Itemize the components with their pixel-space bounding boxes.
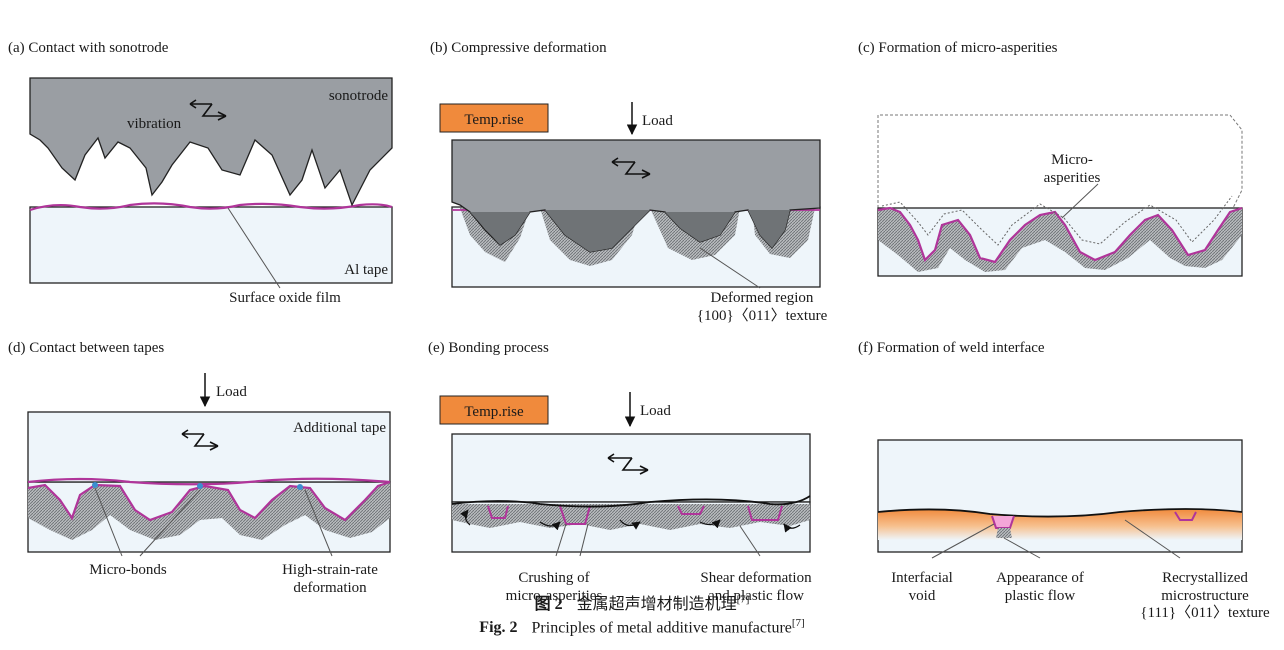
sonotrode — [29, 77, 393, 207]
caption-cn-text: 金属超声增材制造机理 — [576, 596, 737, 613]
al-tape-label: Al tape — [344, 262, 388, 278]
void-leader — [931, 523, 995, 559]
recrystallized-label-3: {111}〈011〉texture — [1140, 604, 1270, 621]
vibration-arrow-icon — [611, 157, 651, 179]
caption-cn-number: 图 2 — [534, 596, 563, 613]
panel-d-title: (d) Contact between tapes — [8, 340, 164, 356]
micro-bonds-leader — [94, 487, 123, 557]
deformed-region — [878, 208, 1242, 272]
panel-b-title: (b) Compressive deformation — [430, 40, 607, 56]
temp-rise-label: Temp.rise — [464, 404, 524, 420]
caption-en-text: Principles of metal additive manufacture — [531, 619, 792, 637]
panel-f-title: (f) Formation of weld interface — [858, 340, 1045, 356]
al-tape — [29, 206, 393, 284]
temp-rise-label: Temp.rise — [464, 112, 524, 128]
crushing-leader — [555, 523, 567, 557]
oxide-leader — [227, 207, 281, 289]
hsr-leader — [304, 489, 333, 557]
additional-tape-label: Additional tape — [293, 420, 386, 436]
panel-c: (c) Formation of micro-asperities Micro-… — [858, 40, 1243, 277]
load-label: Load — [640, 403, 671, 419]
deformed-leader — [699, 247, 761, 289]
panel-c-title: (c) Formation of micro-asperities — [858, 40, 1058, 56]
micro-bonds-leader — [139, 489, 201, 557]
micro-bond-marks — [92, 482, 303, 490]
panel-b: (b) Compressive deformation Temp.rise Lo… — [430, 40, 828, 324]
recrystallized-label-1: Recrystallized — [1162, 570, 1248, 586]
panel-a-title: (a) Contact with sonotrode — [8, 40, 169, 56]
panel-e-title: (e) Bonding process — [428, 340, 549, 356]
panel-a: (a) Contact with sonotrode sonotrode vib… — [8, 40, 393, 306]
panel-d: (d) Contact between tapes Load Additiona… — [8, 340, 391, 596]
temp-rise-badge — [439, 395, 549, 425]
crushing-label-2: micro-asperities — [506, 588, 603, 604]
former-sonotrode-outline — [877, 114, 1243, 211]
micro-asperities-label-1: Micro- — [1051, 152, 1093, 168]
vibration-arrow-icon — [181, 429, 219, 451]
flow-label-1: Appearance of — [996, 570, 1084, 586]
plastic-flow-region — [996, 528, 1012, 538]
deformed-region — [28, 482, 390, 540]
flow-leader — [1003, 537, 1041, 559]
caption-cn-ref: [7] — [736, 593, 750, 606]
additional-tape — [27, 411, 391, 483]
micro-asperities-label-2: asperities — [1044, 170, 1101, 186]
sonotrode-label: sonotrode — [329, 88, 389, 104]
deformed-label-1: Deformed region — [711, 290, 814, 306]
flow-label-2: plastic flow — [1005, 588, 1076, 604]
oxide-label: Surface oxide film — [229, 290, 341, 306]
oxide-film — [29, 202, 393, 212]
additional-tape — [451, 433, 811, 503]
caption-en-ref: [7] — [791, 617, 805, 629]
oxide-film — [27, 480, 391, 522]
hsr-label-2: deformation — [293, 580, 367, 596]
deformed-label-2: {100}〈011〉texture — [697, 307, 828, 324]
vibration-arrow-icon — [607, 453, 649, 475]
caption-chinese: 图 2 金属超声增材制造机理[7] — [0, 590, 1284, 614]
recrystallized-label-2: microstructure — [1161, 588, 1249, 604]
shear-label-2: and plastic flow — [708, 588, 804, 604]
load-label: Load — [216, 384, 247, 400]
vibration-label: vibration — [127, 116, 182, 132]
sonotrode-imprint — [881, 195, 1233, 246]
residual-oxide — [1174, 511, 1197, 521]
caption-english: Fig. 2 Principles of metal additive manuf… — [0, 617, 1284, 637]
upper-oxide-film — [27, 477, 391, 486]
load-label: Load — [642, 113, 673, 129]
crushed-asperities — [487, 505, 783, 525]
recrystallized-leader — [1124, 519, 1181, 559]
interfacial-void — [991, 515, 1015, 529]
compressed-asperities — [470, 210, 790, 252]
micro-asperity-profile — [877, 206, 1243, 264]
shear-leader — [739, 525, 761, 557]
vibration-arrow-icon — [189, 99, 227, 121]
micro-bonds-label: Micro-bonds — [89, 562, 167, 578]
shear-flow-arrow-icon — [460, 509, 801, 533]
void-label-1: Interfacial — [891, 570, 953, 586]
panel-e: (e) Bonding process Temp.rise Load — [428, 340, 812, 604]
micro-asperities-leader — [1061, 183, 1099, 219]
void-label-2: void — [909, 588, 936, 604]
crushing-label-1: Crushing of — [518, 570, 589, 586]
caption-en-number: Fig. 2 — [479, 619, 518, 637]
crushing-leader — [579, 523, 589, 557]
temp-rise-badge — [439, 103, 549, 133]
weld-interface — [877, 508, 1243, 518]
recrystallized-zone — [878, 509, 1242, 540]
bond-interface — [451, 495, 811, 508]
shear-label-1: Shear deformation — [700, 570, 812, 586]
hsr-label-1: High-strain-rate — [282, 562, 378, 578]
panel-f: (f) Formation of weld interface Interfac… — [858, 340, 1270, 621]
